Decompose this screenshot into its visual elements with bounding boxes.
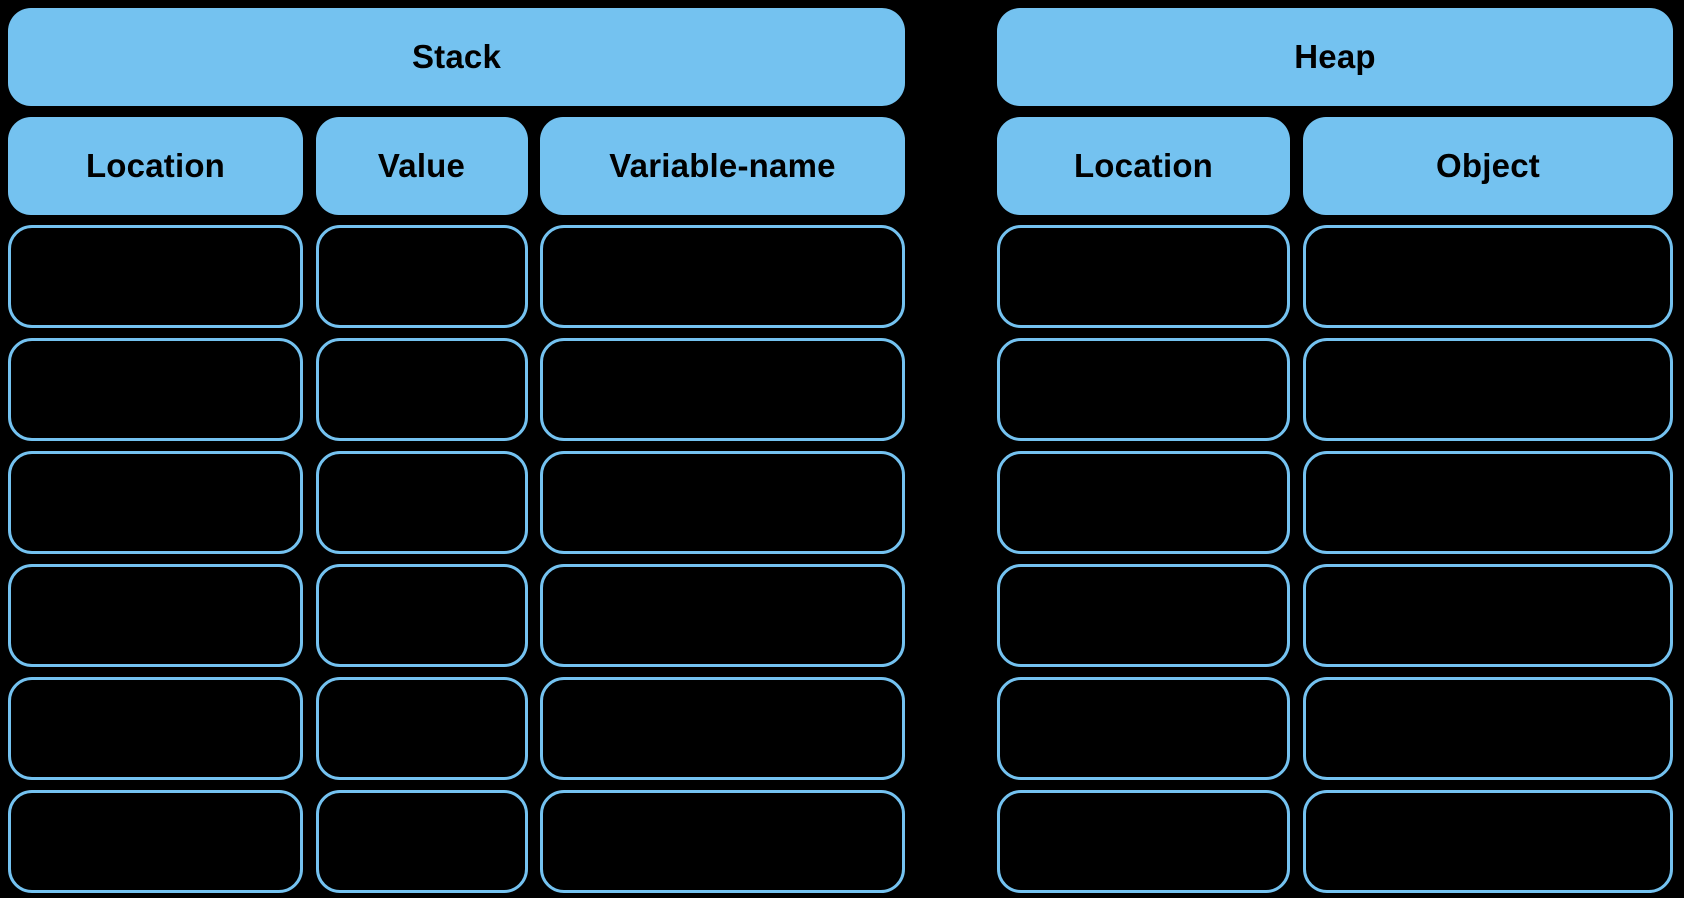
stack-empty-cell-r1-c3: [540, 225, 905, 328]
stack-empty-cell-r3-c3: [540, 451, 905, 554]
stack-empty-cell-r3-c2: [315, 451, 528, 554]
heap-empty-cell-r1-c2: [1303, 225, 1673, 328]
stack-empty-cell-r3-c1: [8, 451, 303, 554]
heap-table: Location Object: [997, 117, 1673, 893]
stack-empty-cell-r2-c2: [315, 338, 528, 441]
stack-empty-cell-r5-c3: [540, 677, 905, 780]
heap-title: Heap: [997, 8, 1673, 106]
stack-empty-cell-r6-c3: [540, 790, 905, 893]
heap-header-object: Object: [1303, 117, 1673, 215]
heap-empty-cell-r3-c1: [997, 451, 1290, 554]
heap-header-location: Location: [997, 117, 1290, 215]
stack-table: Location Value Variable-name: [8, 117, 905, 893]
heap-empty-cell-r3-c2: [1303, 451, 1673, 554]
stack-header-value: Value: [315, 117, 528, 215]
stack-title: Stack: [8, 8, 905, 106]
stack-empty-cell-r2-c3: [540, 338, 905, 441]
heap-panel: Heap Location Object: [997, 8, 1673, 893]
stack-header-location: Location: [8, 117, 303, 215]
stack-panel: Stack Location Value Variable-name: [8, 8, 905, 893]
heap-empty-cell-r6-c2: [1303, 790, 1673, 893]
heap-empty-cell-r6-c1: [997, 790, 1290, 893]
stack-empty-cell-r6-c1: [8, 790, 303, 893]
stack-empty-cell-r2-c1: [8, 338, 303, 441]
stack-empty-cell-r1-c1: [8, 225, 303, 328]
stack-empty-cell-r5-c1: [8, 677, 303, 780]
stack-empty-cell-r4-c2: [315, 564, 528, 667]
heap-empty-cell-r2-c2: [1303, 338, 1673, 441]
stack-empty-cell-r6-c2: [315, 790, 528, 893]
stack-empty-cell-r1-c2: [315, 225, 528, 328]
heap-empty-cell-r5-c2: [1303, 677, 1673, 780]
stack-empty-cell-r4-c1: [8, 564, 303, 667]
heap-empty-cell-r1-c1: [997, 225, 1290, 328]
heap-empty-cell-r2-c1: [997, 338, 1290, 441]
stack-empty-cell-r4-c3: [540, 564, 905, 667]
stack-empty-cell-r5-c2: [315, 677, 528, 780]
heap-empty-cell-r5-c1: [997, 677, 1290, 780]
stack-header-variable-name: Variable-name: [540, 117, 905, 215]
heap-empty-cell-r4-c1: [997, 564, 1290, 667]
heap-empty-cell-r4-c2: [1303, 564, 1673, 667]
